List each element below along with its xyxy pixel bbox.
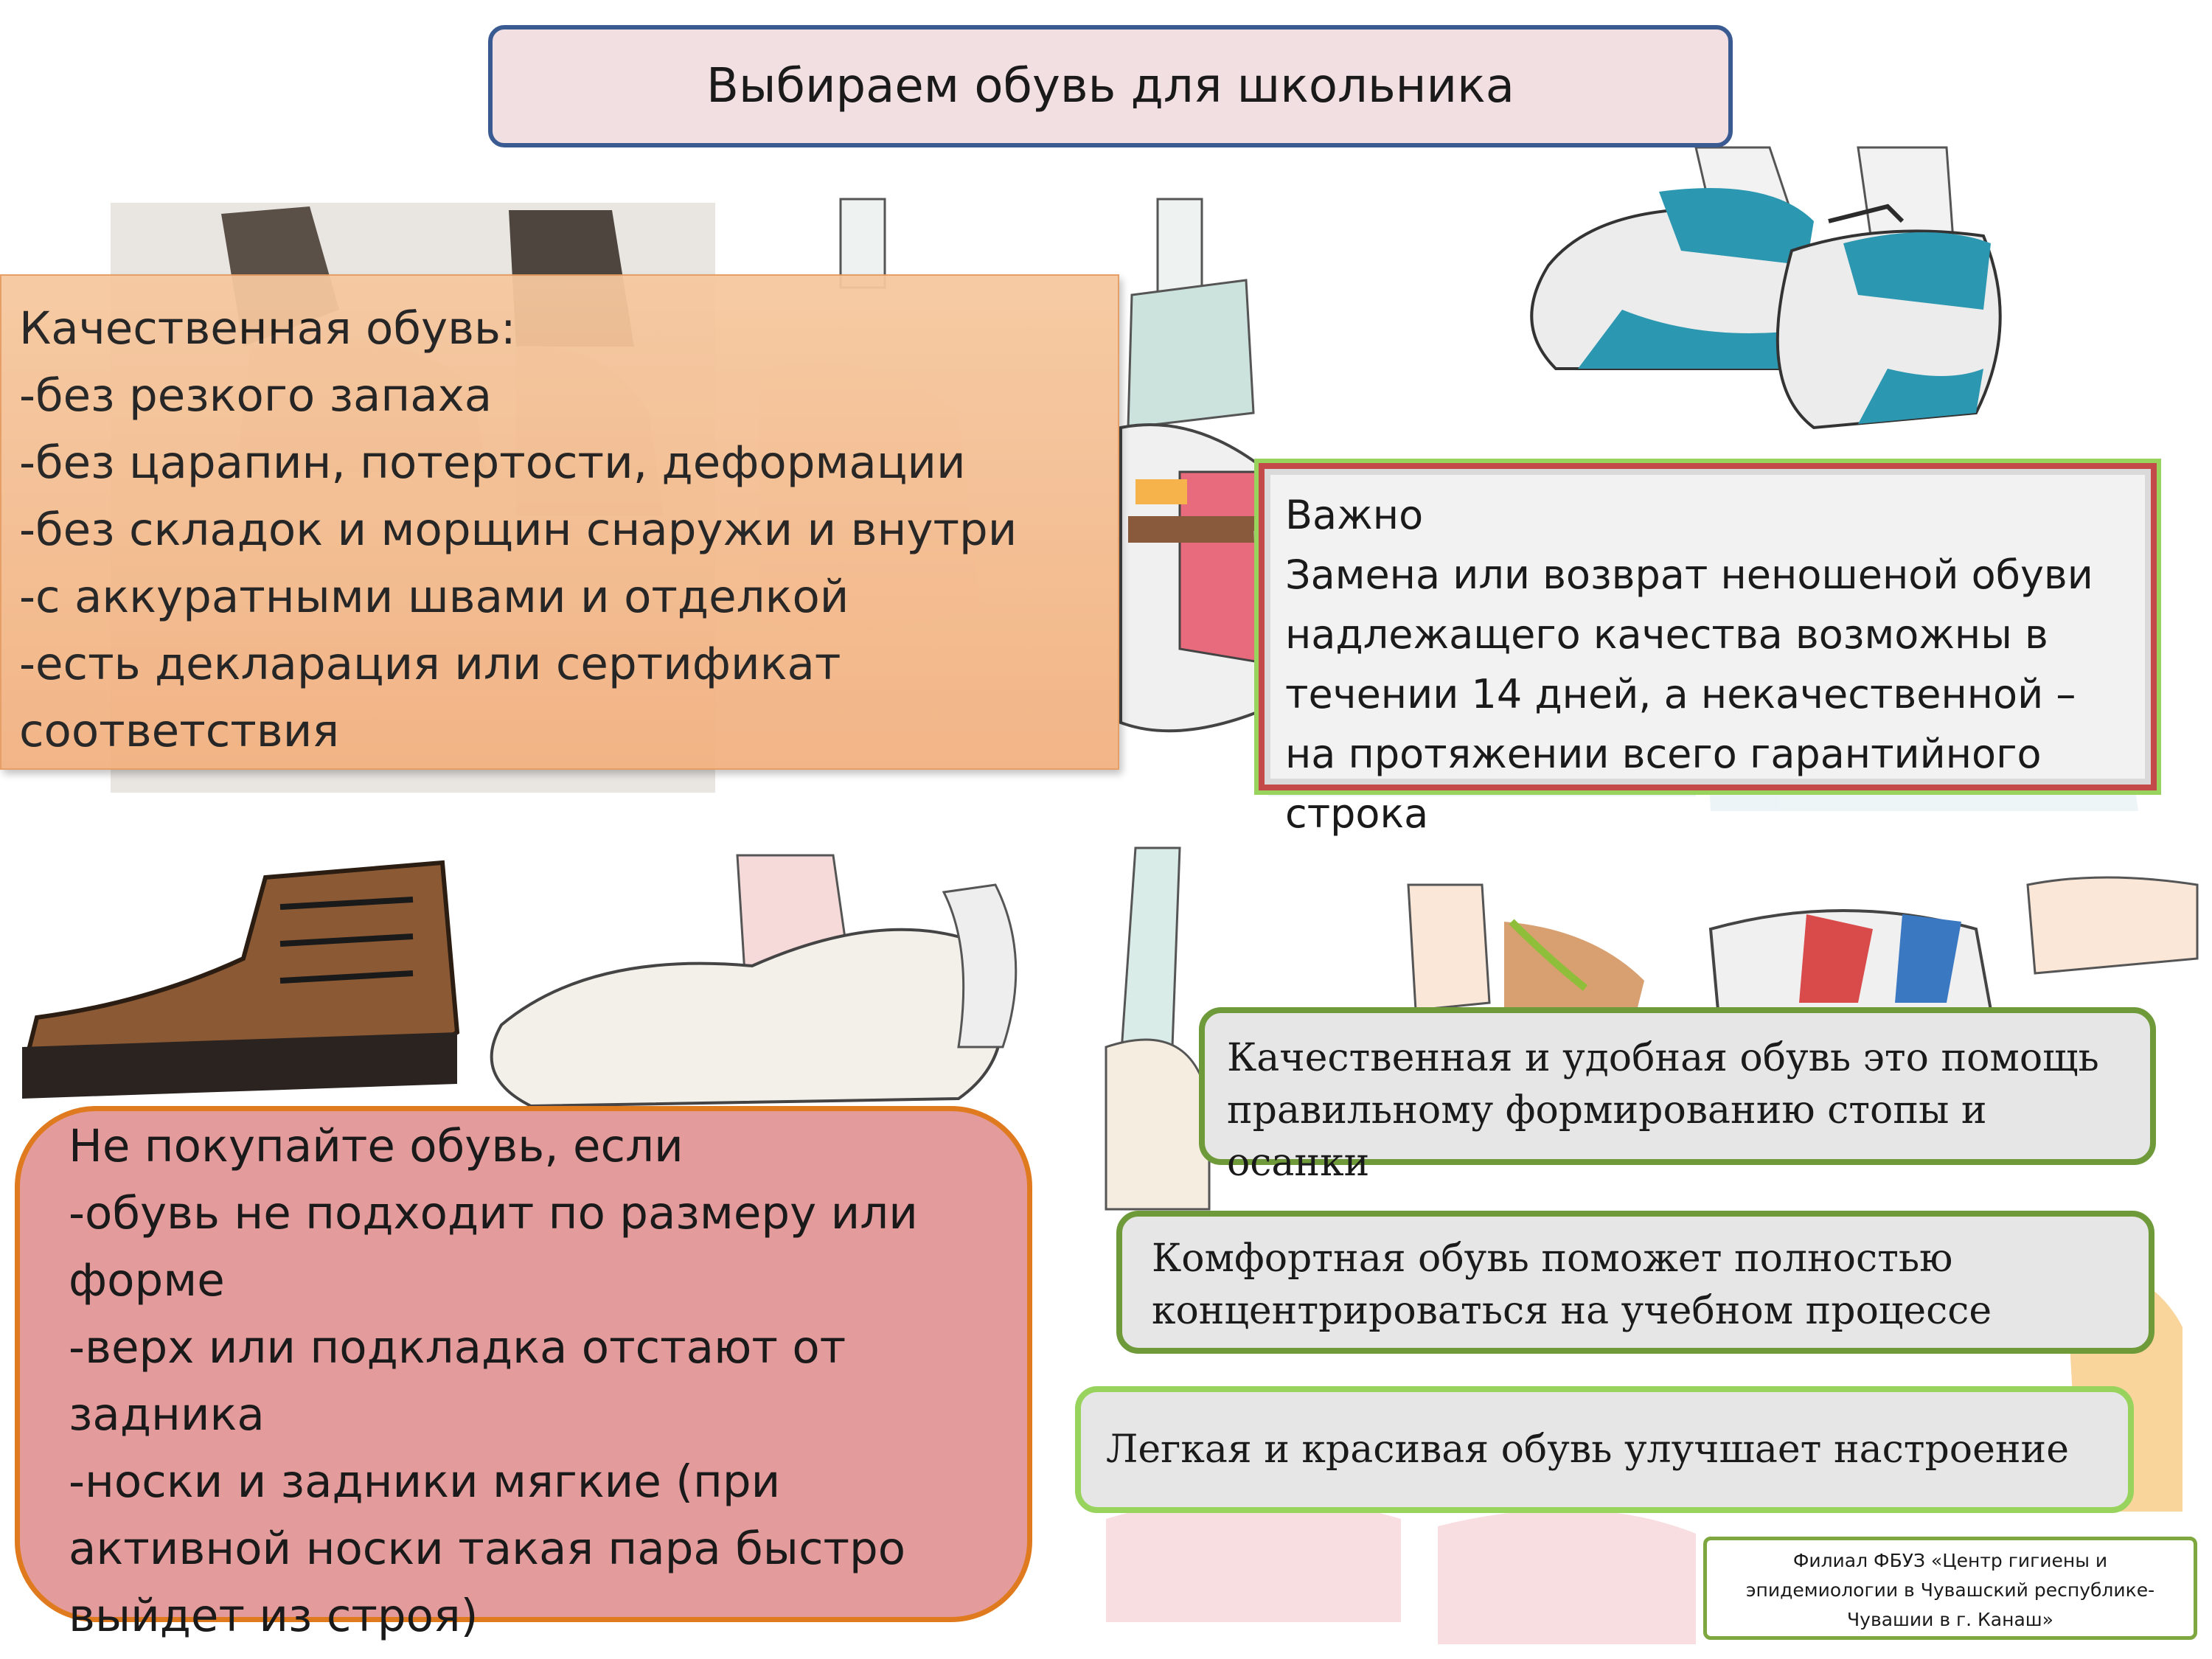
quality-shoes-item: -без резкого запаха bbox=[19, 369, 493, 422]
benefit-mood-text: Легкая и красивая обувь улучшает настрое… bbox=[1106, 1427, 2069, 1472]
important-heading: Важно bbox=[1285, 492, 1424, 538]
dont-buy-item: -верх или подкладка отстают от задника bbox=[69, 1321, 846, 1441]
page-title: Выбираем обувь для школьника bbox=[488, 25, 1733, 147]
important-text: Замена или возврат неношеной обуви надле… bbox=[1285, 552, 2093, 837]
important-notice-box: Важно Замена или возврат неношеной обуви… bbox=[1259, 463, 2157, 837]
slip-on-illustration bbox=[490, 846, 1211, 1211]
quality-shoes-box: Качественная обувь: -без резкого запаха … bbox=[0, 274, 1119, 770]
quality-shoes-heading: Качественная обувь: bbox=[19, 302, 516, 355]
dont-buy-item: -носки и задники мягкие (при активной но… bbox=[69, 1455, 906, 1642]
page-title-text: Выбираем обувь для школьника bbox=[706, 59, 1514, 114]
quality-shoes-item: -с аккуратными швами и отделкой bbox=[19, 571, 849, 623]
branch-credit-box: Филиал ФБУЗ «Центр гигиены и эпидемиолог… bbox=[1703, 1537, 2197, 1640]
benefit-posture-text: Качественная и удобная обувь это помощь … bbox=[1227, 1036, 2099, 1185]
quality-shoes-item: -есть декларация или сертификат соответс… bbox=[19, 638, 841, 757]
teal-sneakers-illustration bbox=[1530, 146, 2002, 430]
benefit-mood-box: Легкая и красивая обувь улучшает настрое… bbox=[1075, 1386, 2134, 1513]
branch-credit-text: Филиал ФБУЗ «Центр гигиены и эпидемиолог… bbox=[1745, 1550, 2155, 1630]
benefit-posture-box: Качественная и удобная обувь это помощь … bbox=[1199, 1007, 2156, 1185]
benefit-focus-text: Комфортная обувь поможет полностью конце… bbox=[1152, 1237, 1992, 1333]
benefit-focus-box: Комфортная обувь поможет полностью конце… bbox=[1116, 1211, 2154, 1354]
dont-buy-item: -обувь не подходит по размеру или форме bbox=[69, 1187, 918, 1307]
dont-buy-box: Не покупайте обувь, если -обувь не подхо… bbox=[15, 1106, 1032, 1642]
quality-shoes-item: -без складок и морщин снаружи и внутри bbox=[19, 504, 1018, 556]
quality-shoes-item: -без царапин, потертости, деформации bbox=[19, 437, 966, 489]
dont-buy-heading: Не покупайте обувь, если bbox=[69, 1120, 684, 1172]
sandals-illustration bbox=[1407, 876, 2199, 1012]
brown-boot-illustration bbox=[22, 860, 460, 1099]
